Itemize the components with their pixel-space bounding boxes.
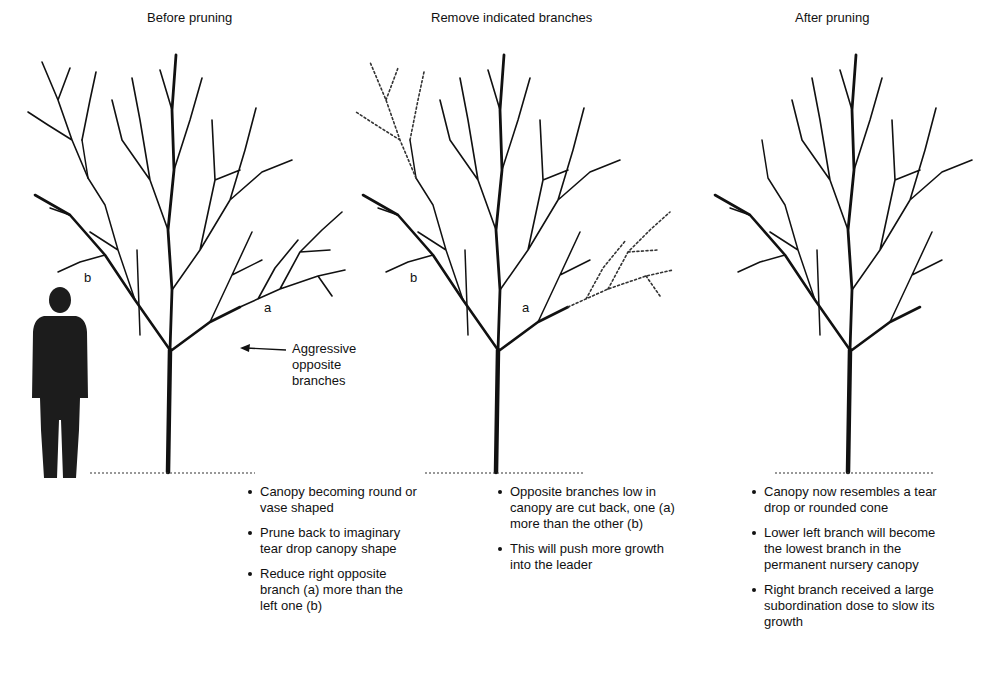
ground-line [775,472,935,473]
bullet-text: Canopy becoming round or vase shaped [260,484,420,516]
tree-marked [356,55,673,472]
tree-after [715,55,972,472]
person-silhouette [32,287,88,478]
bullet-dot [248,490,252,494]
bullet-dot [248,572,252,576]
bullet-text: Lower left branch will become the lowest… [764,525,952,573]
branch-letter: a [264,300,271,316]
bullet-text: Canopy now resembles a tear drop or roun… [764,484,952,516]
branch-letter: b [410,270,417,286]
arrow-head [240,344,250,352]
panel-heading: Remove indicated branches [431,10,592,26]
bullet-text: Reduce right opposite branch (a) more th… [260,566,420,614]
panel-heading: Before pruning [147,10,232,26]
bullet-text: Opposite branches low in canopy are cut … [510,484,675,532]
bullet-dot [498,547,502,551]
ground-line [90,472,255,473]
branch-letter: b [84,270,91,286]
branch-letter: a [522,300,529,316]
panel-heading: After pruning [795,10,869,26]
bullet-text: This will push more growth into the lead… [510,541,675,573]
leader-arrow [246,348,286,350]
bullet-dot [752,531,756,535]
bullet-text: Right branch received a large subordinat… [764,582,952,630]
bullet-dot [752,490,756,494]
ground-line [425,472,585,473]
callout-label: Aggressive opposite branches [292,341,387,389]
bullet-text: Prune back to imaginary tear drop canopy… [260,525,420,557]
bullet-dot [248,531,252,535]
bullet-dot [498,490,502,494]
bullet-dot [752,588,756,592]
